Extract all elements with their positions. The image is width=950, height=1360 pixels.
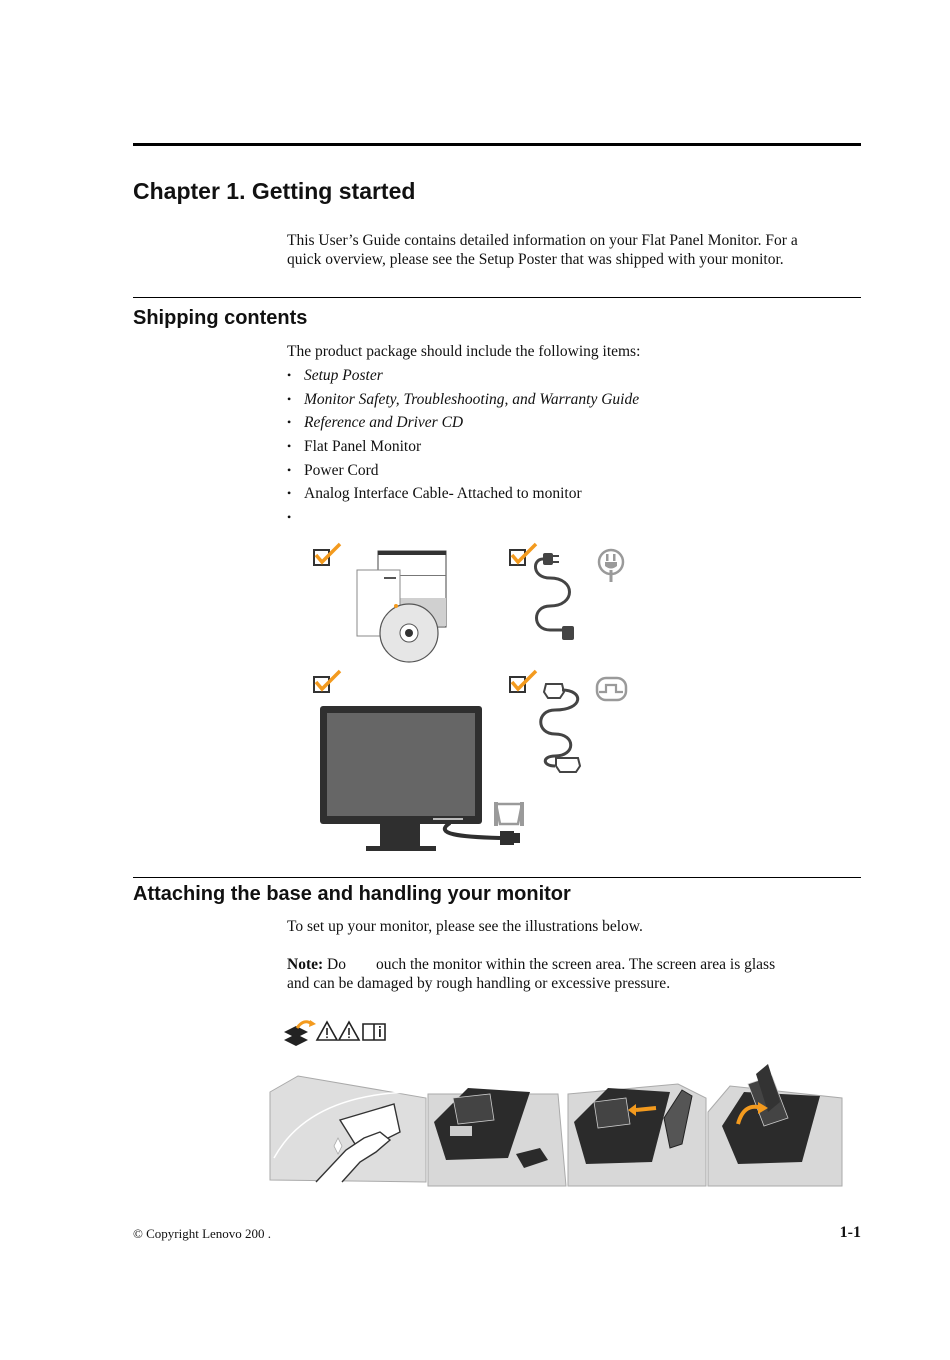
unpack-box-icon [284,1020,316,1046]
list-item: • Power Cord [287,459,639,483]
item-text: Power Cord [304,461,379,479]
item-text: Setup Poster [304,367,383,384]
list-item: • Flat Panel Monitor [287,435,639,459]
checkbox-icon [313,669,342,693]
bullet: • [287,415,292,430]
attach-base-step [567,1083,707,1187]
checkbox-icon [509,542,538,566]
chapter-title: Chapter 1. Getting started [133,178,416,204]
section-rule-shipping [133,297,861,298]
intro-line-2: quick overview, please see the Setup Pos… [287,251,784,268]
documents-and-cd-icon [356,550,447,663]
handling-note: Note: Do ouch the monitor within the scre… [287,955,857,993]
note-label: Note: [287,956,324,973]
bullet: • [287,391,292,406]
signal-cable-icon [539,683,582,773]
item-text: Reference and Driver CD [304,414,464,432]
shipping-contents-heading: Shipping contents [133,307,308,329]
note-text-part-1: Do [327,956,346,973]
safety-icons [284,1020,386,1046]
checkbox-icon [313,542,342,566]
warning-icon [315,1020,339,1041]
power-plug-icon [597,548,625,582]
manual-info-icon [362,1023,386,1041]
page-number: 1-1 [839,1224,861,1241]
section-rule-attaching [133,877,861,878]
attaching-lead: To set up your monitor, please see the i… [287,918,643,935]
intro-line-1: This User’s Guide contains detailed info… [287,232,798,249]
package-contents-illustration [313,542,628,851]
list-item: • Setup Poster [287,364,639,388]
list-item: • [287,506,639,530]
clean-surface-step [269,1075,427,1183]
shipping-lead: The product package should include the f… [287,343,641,360]
vga-port-icon [494,802,524,826]
base-attachment-steps [269,1064,843,1187]
bullet: • [287,510,292,525]
attaching-heading: Attaching the base and handling your mon… [133,883,571,905]
list-item: • Analog Interface Cable- Attached to mon… [287,482,639,506]
top-rule [133,143,861,146]
bullet: • [287,368,292,382]
bullet: • [287,462,292,477]
item-text: Flat Panel Monitor [304,438,422,456]
item-text: Monitor Safety, Troubleshooting, and War… [304,390,640,408]
chapter-intro: This User’s Guide contains detailed info… [287,231,857,269]
power-cord-icon [534,553,574,640]
note-text-line-2: and can be damaged by rough handling or … [287,975,671,992]
shipping-item-list: • Setup Poster • Monitor Safety, Troublesh… [287,364,639,530]
item-text: Analog Interface Cable- Attached to moni… [304,485,582,503]
copyright-notice: © Copyright Lenovo 200 . [133,1226,272,1241]
video-port-icon [595,676,628,702]
bullet: • [287,486,292,501]
monitor-face-down-step [427,1088,567,1187]
flat-panel-monitor-icon [320,706,520,851]
note-text-part-2: ouch the monitor within the screen area.… [375,956,776,973]
list-item: • Reference and Driver CD [287,411,639,435]
bullet: • [287,439,292,454]
finished-base-step [707,1064,843,1187]
list-item: • Monitor Safety, Troubleshooting, and Wa… [287,388,639,412]
checkbox-icon [509,669,538,693]
caution-icon [337,1020,361,1041]
